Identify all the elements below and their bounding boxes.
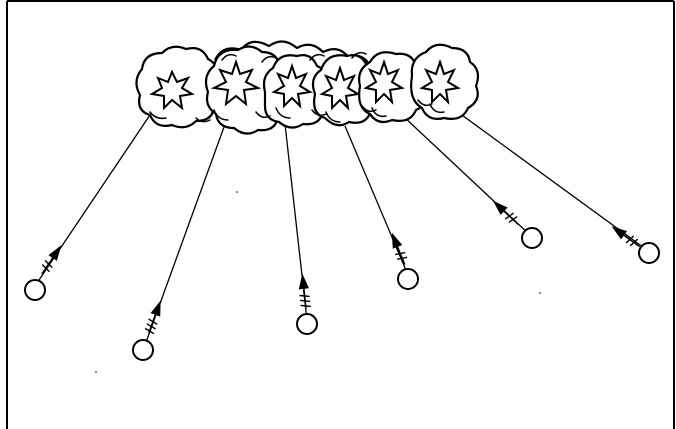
gunner-icon	[522, 228, 542, 248]
gunner-icon	[297, 314, 317, 334]
arrow-icon	[491, 199, 521, 228]
trajectory-lines	[37, 110, 647, 345]
gunner-icon	[639, 243, 659, 263]
print-specks	[95, 191, 541, 373]
arrow-icon	[38, 245, 64, 277]
arrow-icon	[144, 301, 164, 334]
gunner-icon	[398, 269, 418, 289]
arrow-icon	[611, 224, 643, 251]
projectiles	[38, 199, 643, 335]
gunners	[25, 228, 659, 360]
trajectory-4	[345, 126, 408, 275]
arrow-icon	[298, 276, 311, 309]
gunner-icon	[133, 340, 153, 360]
gunner-icon	[25, 280, 45, 300]
arrow-icon	[388, 233, 409, 266]
